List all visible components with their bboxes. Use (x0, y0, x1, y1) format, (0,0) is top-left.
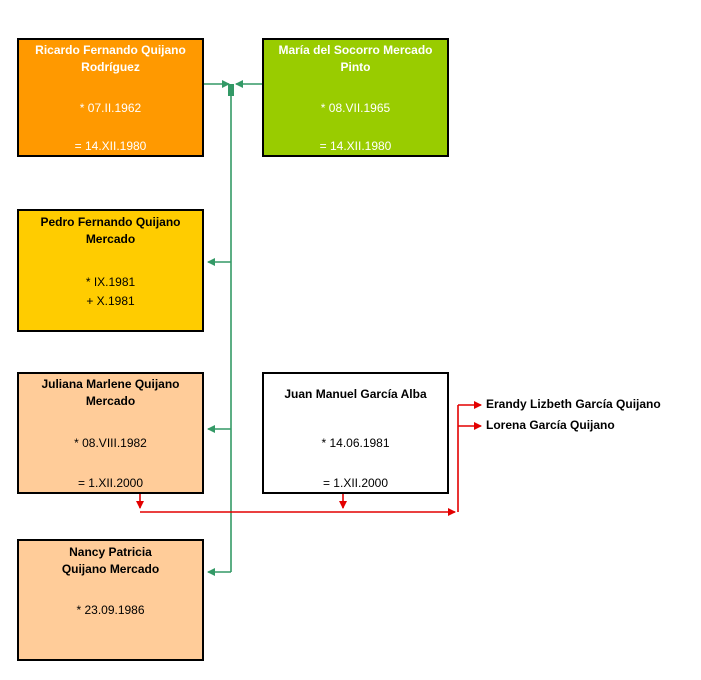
name-line: Juliana Marlene Quijano (41, 377, 180, 391)
name-line: Mercado (85, 232, 136, 246)
person-box-pedro: Pedro Fernando Quijano Mercado * IX.1981… (17, 209, 204, 332)
name-line: Pedro Fernando Quijano (40, 215, 181, 229)
name-line: María del Socorro Mercado (278, 43, 433, 57)
couple-links (136, 401, 482, 516)
death-date: + X.1981 (86, 294, 135, 308)
name-line: Juan Manuel García Alba (284, 387, 427, 401)
person-name: María del Socorro Mercado Pinto (268, 42, 443, 76)
name-line: Mercado (85, 394, 136, 408)
person-box-maria: María del Socorro Mercado Pinto * 08.VII… (262, 38, 449, 157)
birth-date: * 07.II.1962 (79, 101, 142, 115)
union-node (228, 84, 234, 96)
grandchild-name: Lorena García Quijano (486, 418, 615, 432)
person-name: Pedro Fernando Quijano Mercado (23, 214, 198, 248)
grandchild-name: Erandy Lizbeth García Quijano (486, 397, 661, 411)
birth-date: * 14.06.1981 (321, 436, 390, 450)
marriage-date: = 14.XII.1980 (319, 139, 392, 153)
person-box-nancy: Nancy Patricia Quijano Mercado * 23.09.1… (17, 539, 204, 661)
parent-links (204, 80, 262, 576)
person-name: Juan Manuel García Alba (268, 386, 443, 403)
person-name: Juliana Marlene Quijano Mercado (23, 376, 198, 410)
marriage-date: = 14.XII.1980 (74, 139, 147, 153)
name-line: Pinto (340, 60, 371, 74)
person-name: Nancy Patricia Quijano Mercado (23, 544, 198, 578)
name-line: Nancy Patricia (69, 545, 152, 559)
person-box-ricardo: Ricardo Fernando Quijano Rodríguez * 07.… (17, 38, 204, 157)
person-box-juliana: Juliana Marlene Quijano Mercado * 08.VII… (17, 372, 204, 494)
birth-date: * 23.09.1986 (76, 603, 145, 617)
marriage-date: = 1.XII.2000 (77, 476, 144, 490)
birth-date: * IX.1981 (85, 275, 136, 289)
birth-date: * 08.VII.1965 (320, 101, 391, 115)
person-name: Ricardo Fernando Quijano Rodríguez (23, 42, 198, 76)
person-box-juan: Juan Manuel García Alba * 14.06.1981 = 1… (262, 372, 449, 494)
name-line: Ricardo Fernando Quijano (35, 43, 186, 57)
marriage-date: = 1.XII.2000 (322, 476, 389, 490)
name-line: Rodríguez (81, 60, 140, 74)
name-line: Quijano Mercado (61, 562, 160, 576)
birth-date: * 08.VIII.1982 (74, 436, 147, 450)
